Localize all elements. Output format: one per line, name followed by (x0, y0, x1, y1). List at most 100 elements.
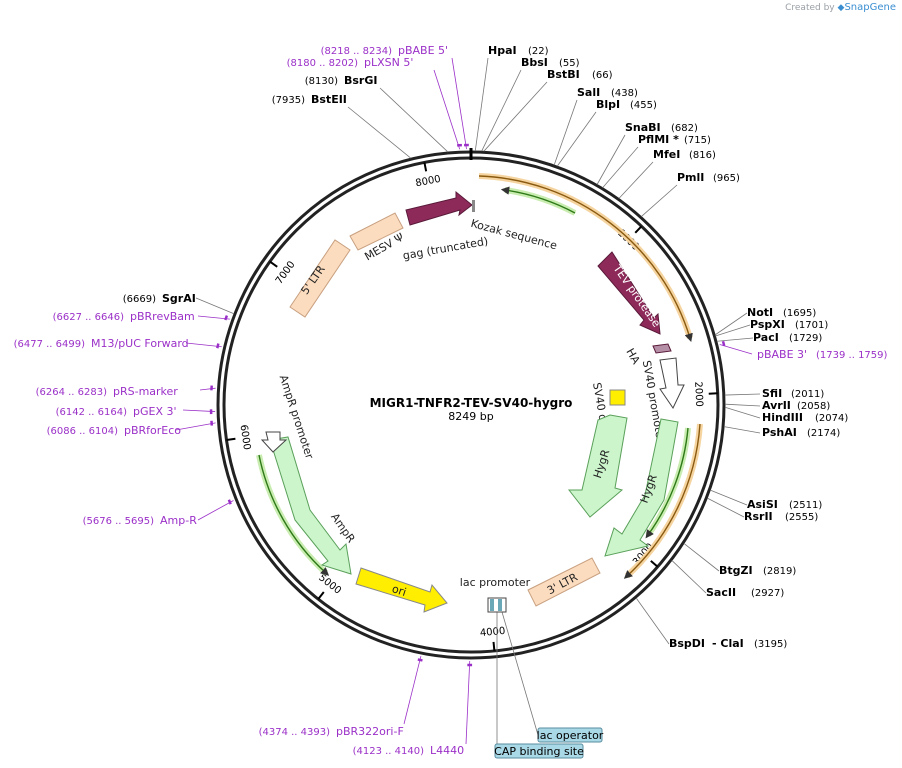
tick-mark-7000 (269, 260, 278, 268)
enzyme-connector-17 (707, 497, 745, 518)
enzyme-connector-23 (347, 106, 412, 159)
enzyme-name: NotI (747, 306, 773, 319)
primer-plxsn5[interactable]: (8180 .. 8202)pLXSN 5' (287, 56, 414, 69)
enzyme-pos: (2011) (791, 389, 824, 400)
enzyme-pos: (2074) (815, 413, 848, 424)
primer-amp-r[interactable]: (5676 .. 5695)Amp-R (83, 514, 198, 527)
orf-arc-left-line (258, 454, 330, 576)
enzyme-connector-13 (724, 403, 761, 407)
primer-name: pLXSN 5' (364, 56, 413, 69)
enzyme-pos: (6669) (123, 294, 156, 305)
primer-name: pBABE 3' (757, 348, 807, 361)
enzyme-pshai[interactable]: PshAI(2174) (762, 426, 840, 439)
enzyme-name: BstBI (547, 68, 580, 81)
feature-kozak[interactable] (472, 200, 475, 212)
feature-tev[interactable] (597, 251, 661, 335)
tick-label-6000: 6000 (238, 424, 252, 451)
enzyme-pos: (2819) (763, 566, 796, 577)
primer-connector-7 (175, 422, 216, 431)
enzyme-name: PflMI * (638, 133, 679, 146)
primer-name: pGEX 3' (133, 405, 177, 418)
enzyme-snabi[interactable]: SnaBI(682) (625, 121, 698, 134)
enzyme-extra: - ClaI (712, 637, 744, 650)
feature-hygr-1[interactable] (567, 414, 628, 518)
enzyme-avrii[interactable]: AvrII(2058) (762, 399, 830, 412)
feature-lac-promoter[interactable] (487, 597, 507, 613)
boxed-lac-operator[interactable]: lac operator (537, 727, 604, 743)
enzyme-pspxi[interactable]: PspXI(1701) (750, 318, 828, 331)
feature-gag[interactable] (405, 190, 473, 226)
enzyme-name: BtgZI (719, 564, 753, 577)
enzyme-sali[interactable]: SalI(438) (577, 86, 638, 99)
enzyme-rsrii[interactable]: RsrII (2555) (744, 510, 818, 523)
primer-name: pBRrevBam (130, 310, 195, 323)
enzyme-pmli[interactable]: PmlI(965) (677, 171, 740, 184)
plasmid-size: 8249 bp (448, 410, 493, 423)
enzyme-name: SalI (577, 86, 600, 99)
enzyme-name: BlpI (596, 98, 620, 111)
enzyme-pos: (2927) (751, 588, 784, 599)
enzyme-sacii[interactable]: SacII(2927) (706, 586, 784, 599)
enzyme-pos: (2555) (785, 512, 818, 523)
primer-site-mark-8 (227, 499, 232, 505)
enzyme-connector-6 (602, 146, 639, 189)
feature-sv40-promoter[interactable] (659, 357, 685, 409)
primer-name: M13/pUC Forward (91, 337, 189, 350)
enzyme-blpi[interactable]: BlpI (455) (596, 98, 657, 111)
feature-sv40-ori[interactable] (609, 389, 626, 406)
enzyme-paci[interactable]: PacI(1729) (753, 331, 822, 344)
feature-ha[interactable] (652, 343, 672, 354)
primer-range: (4123 .. 4140) (353, 746, 425, 757)
enzyme-pos: (455) (630, 100, 657, 111)
enzyme-name: SgrAI (162, 292, 196, 305)
feature-mesv[interactable] (349, 212, 404, 251)
enzyme-bspdi-clai[interactable]: BspDI- ClaI(3195) (669, 637, 787, 650)
primer-m13-puc-forward[interactable]: (6477 .. 6499)M13/pUC Forward (14, 337, 189, 350)
enzyme-pos: (816) (689, 150, 716, 161)
primer-prs-marker[interactable]: (6264 .. 6283)pRS-marker (36, 385, 179, 398)
feature-hygr-2[interactable] (604, 418, 679, 557)
enzyme-bsrgi[interactable]: (8130)BsrGI (305, 74, 378, 87)
primer-pbabe3[interactable]: pBABE 3'(1739 .. 1759) (757, 348, 888, 361)
watermark-brand: SnapGene (844, 2, 896, 13)
orf-arc-right-green-line (645, 427, 689, 539)
enzyme-hindiii[interactable]: HindIII(2074) (762, 411, 848, 424)
enzyme-sfii[interactable]: SfiI(2011) (762, 387, 824, 400)
enzyme-name: RsrII (744, 510, 773, 523)
primer-l4440[interactable]: (4123 .. 4140)L4440 (353, 744, 465, 757)
enzyme-connector-8 (641, 184, 678, 217)
feature-5ltr[interactable] (289, 239, 351, 318)
boxed-cap-binding-site[interactable]: CAP binding site (494, 743, 584, 759)
primer-connector-1 (433, 69, 461, 150)
enzyme-connector-9 (714, 312, 748, 336)
enzyme-connector-4 (556, 111, 597, 167)
orf-arc-outer-line (478, 175, 693, 343)
feature-ori[interactable] (355, 567, 448, 613)
enzyme-name: PspXI (750, 318, 785, 331)
feature-ampr-promoter[interactable] (260, 431, 288, 453)
enzyme-bstbi[interactable]: BstBI(66) (547, 68, 613, 81)
primer-pgex3[interactable]: (6142 .. 6164)pGEX 3' (56, 405, 177, 418)
primer-connector-5 (199, 387, 216, 391)
feature-3ltr[interactable] (527, 557, 601, 607)
enzyme-asisi[interactable]: AsiSI(2511) (747, 498, 822, 511)
primer-connector-9 (403, 655, 422, 725)
feature-ampr[interactable] (269, 436, 352, 575)
enzyme-bbsi[interactable]: BbsI(55) (521, 56, 580, 69)
enzyme-name: BstEII (311, 93, 347, 106)
tick-label-8000: 8000 (415, 174, 442, 190)
primer-pbabe5[interactable]: (8218 .. 8234)pBABE 5' (321, 44, 449, 57)
primer-pbrrevbam[interactable]: (6627 .. 6646)pBRrevBam (53, 310, 195, 323)
enzyme-pflmi[interactable]: PflMI *(715) (638, 133, 711, 146)
enzyme-sgrai[interactable]: (6669) SgrAI (123, 292, 196, 305)
tick-mark-4000 (492, 641, 496, 651)
enzyme-mfei[interactable]: MfeI(816) (653, 148, 716, 161)
enzyme-bsteii[interactable]: (7935)BstEII (272, 93, 347, 106)
primer-range: (5676 .. 5695) (83, 516, 155, 527)
enzyme-hpai[interactable]: HpaI(22) (488, 44, 549, 57)
primer-pbrforeco[interactable]: (6086 .. 6104)pBRforEco (47, 424, 182, 437)
enzyme-btgzi[interactable]: BtgZI (2819) (719, 564, 796, 577)
enzyme-connector-10 (715, 324, 751, 337)
enzyme-noti[interactable]: NotI(1695) (747, 306, 816, 319)
primer-pbr322ori-f[interactable]: (4374 .. 4393)pBR322ori-F (259, 725, 404, 738)
